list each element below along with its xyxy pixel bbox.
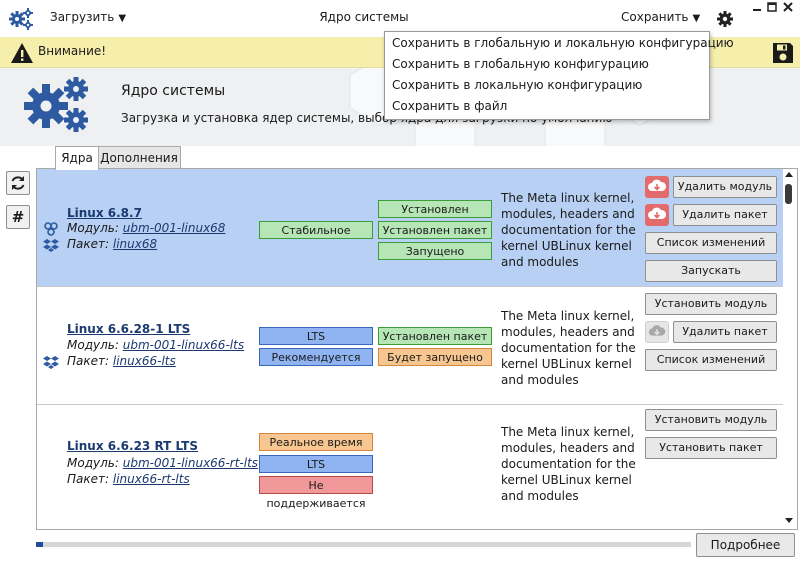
package-link[interactable]: linux68: [112, 237, 158, 251]
status-running: Запущено: [378, 242, 492, 260]
install-module-button[interactable]: Установить модуль: [645, 293, 777, 315]
save-menu-label: Сохранить: [621, 10, 689, 24]
refresh-icon: [11, 176, 25, 190]
menu-item-save-local[interactable]: Сохранить в локальную конфигурацию: [392, 78, 643, 92]
kernel-name[interactable]: Linux 6.6.23 RT LTS: [67, 439, 199, 453]
menu-item-save-global[interactable]: Сохранить в глобальную конфигурацию: [392, 57, 649, 71]
package-label: Пакет:: [67, 237, 110, 251]
gears-icon: [24, 77, 88, 132]
kernel-name[interactable]: Linux 6.6.28-1 LTS: [67, 322, 191, 336]
package-link[interactable]: linux66-rt-lts: [112, 472, 190, 486]
scroll-up-icon[interactable]: [784, 170, 794, 178]
kernel-module-line: Модуль: ubm-001-linux66-rt-lts: [67, 456, 258, 470]
module-label: Модуль:: [67, 338, 119, 352]
save-dropdown-menu: Сохранить в глобальную и локальную конфи…: [384, 31, 734, 120]
status-package-installed: Установлен пакет: [378, 221, 492, 239]
kernel-description: The Meta linux kernel, modules, headers …: [501, 191, 636, 269]
floppy-icon[interactable]: [771, 41, 795, 65]
header-bar: [0, 0, 800, 36]
install-package-button[interactable]: Установить пакет: [645, 437, 777, 459]
tab-kernels[interactable]: Ядра: [55, 146, 99, 170]
chevron-down-icon: ▼: [118, 13, 127, 24]
tag-realtime: Реальное время: [259, 433, 373, 451]
module-link[interactable]: ubm-001-linux68: [122, 221, 226, 235]
kernel-package-line: Пакет: linux66-rt-lts: [67, 472, 190, 486]
package-icon: [43, 356, 59, 369]
menu-item-save-file[interactable]: Сохранить в файл: [392, 99, 508, 113]
changelog-button[interactable]: Список изменений: [645, 232, 777, 254]
status-package-installed: Установлен пакет: [378, 327, 492, 345]
kernel-module-line: Модуль: ubm-001-linux66-lts: [67, 338, 244, 352]
remove-package-button[interactable]: Удалить пакет: [673, 321, 777, 343]
install-module-button[interactable]: Установить модуль: [645, 409, 777, 431]
kernel-description: The Meta linux kernel, modules, headers …: [501, 425, 636, 503]
cloud-download-icon: [645, 176, 669, 198]
details-button[interactable]: Подробнее: [696, 533, 795, 557]
kernel-package-line: Пакет: linux66-lts: [67, 354, 176, 368]
kernel-row-linux-6-6-23-rt-lts[interactable]: Linux 6.6.23 RT LTS Модуль: ubm-001-linu…: [37, 405, 783, 529]
load-menu[interactable]: Загрузить▼: [50, 10, 126, 24]
load-menu-label: Загрузить: [50, 10, 115, 24]
module-link[interactable]: ubm-001-linux66-rt-lts: [122, 456, 259, 470]
progress-bar: [36, 542, 691, 547]
hash-button[interactable]: #: [6, 205, 30, 229]
warning-text: Внимание!: [38, 44, 107, 58]
module-link[interactable]: ubm-001-linux66-lts: [122, 338, 245, 352]
cloud-download-icon: [645, 204, 669, 226]
hash-label: #: [11, 208, 25, 226]
kernel-row-linux-6-8-7[interactable]: Linux 6.8.7 Модуль: ubm-001-linux68 Паке…: [37, 169, 783, 287]
module-icon: [44, 222, 58, 236]
module-label: Модуль:: [67, 221, 119, 235]
kernel-module-line: Модуль: ubm-001-linux68: [67, 221, 225, 235]
gears-icon: [9, 8, 33, 30]
tag-recommended: Рекомендуется: [259, 348, 373, 366]
tag-lts: LTS: [259, 327, 373, 345]
close-icon[interactable]: [782, 1, 794, 13]
cloud-download-icon: [645, 321, 669, 343]
package-icon: [43, 239, 59, 252]
maximize-icon[interactable]: [767, 2, 777, 12]
remove-package-button[interactable]: Удалить пакет: [673, 204, 777, 226]
tag-stable: Стабильное: [259, 221, 373, 239]
progress-fill: [36, 542, 43, 547]
status-will-run: Будет запущено: [378, 348, 492, 366]
kernel-row-linux-6-6-28-1-lts[interactable]: Linux 6.6.28-1 LTS Модуль: ubm-001-linux…: [37, 287, 783, 405]
package-label: Пакет:: [67, 472, 110, 486]
warning-icon: [11, 43, 33, 63]
refresh-button[interactable]: [6, 171, 30, 195]
module-label: Модуль:: [67, 456, 119, 470]
banner-title: Ядро системы: [121, 83, 226, 99]
boot-button[interactable]: Запускать: [645, 260, 777, 282]
kernel-package-line: Пакет: linux68: [67, 237, 157, 251]
save-menu[interactable]: Сохранить▼: [621, 10, 700, 24]
scroll-down-icon[interactable]: [784, 517, 794, 525]
kernel-name[interactable]: Linux 6.8.7: [67, 206, 142, 220]
scrollbar-thumb[interactable]: [785, 184, 792, 204]
kernel-list: Linux 6.8.7 Модуль: ubm-001-linux68 Паке…: [36, 168, 798, 530]
package-link[interactable]: linux66-lts: [112, 354, 176, 368]
tag-unsupported: Не поддерживается: [259, 476, 373, 510]
tag-lts: LTS: [259, 455, 373, 473]
menu-item-save-global-local[interactable]: Сохранить в глобальную и локальную конфи…: [392, 36, 734, 50]
package-label: Пакет:: [67, 354, 110, 368]
status-module-installed: Установлен модуль: [378, 200, 492, 234]
minimize-icon[interactable]: [752, 2, 762, 12]
tab-addons[interactable]: Дополнения: [97, 146, 181, 169]
changelog-button[interactable]: Список изменений: [645, 349, 777, 371]
chevron-down-icon: ▼: [692, 13, 701, 24]
gear-icon[interactable]: [716, 10, 734, 28]
remove-module-button[interactable]: Удалить модуль: [673, 176, 777, 198]
window-title: Ядро системы: [319, 10, 409, 24]
kernel-description: The Meta linux kernel, modules, headers …: [501, 309, 636, 387]
